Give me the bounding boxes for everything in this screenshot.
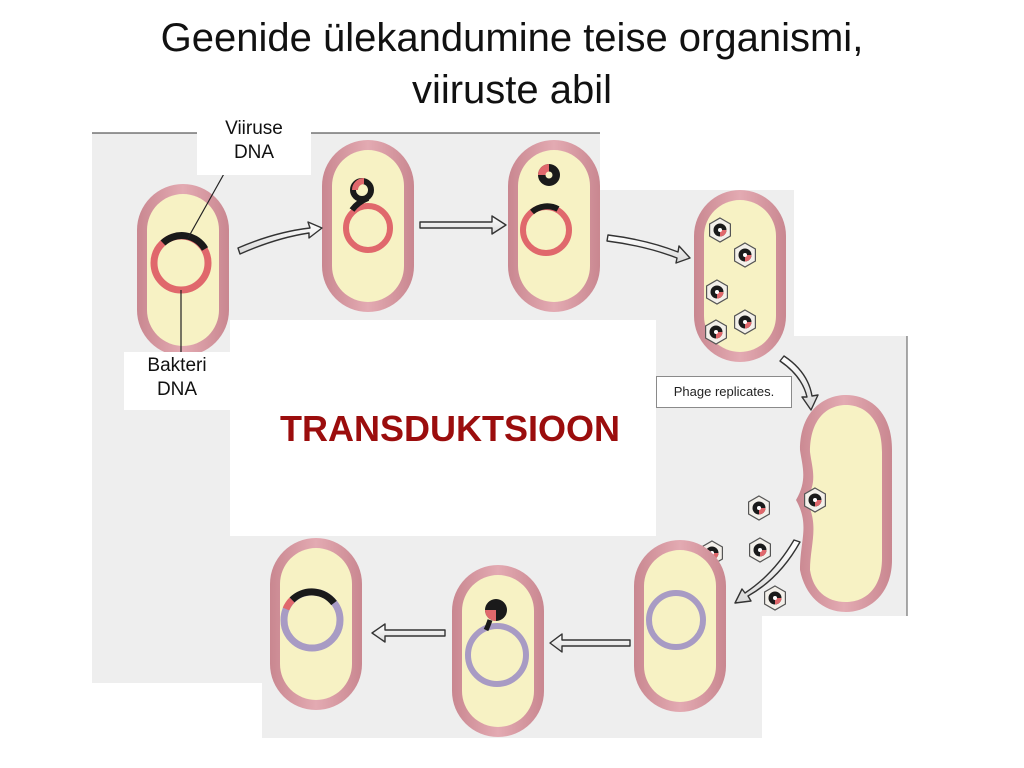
arrow-1	[237, 221, 323, 255]
arrow-2	[419, 215, 507, 235]
bacterial-dna-label: Bakteri DNA	[124, 352, 230, 410]
recipient-cell-3	[270, 538, 362, 710]
viral-dna-pointer	[187, 171, 226, 239]
process-name: TRANSDUKTSIOON	[280, 408, 620, 449]
bacterium-cell-2	[322, 140, 414, 312]
recipient-cell-1	[634, 540, 726, 712]
lysed-bacterium	[796, 395, 892, 612]
bacterium-cell-3	[508, 140, 600, 312]
process-name-box: TRANSDUKTSIOON	[230, 320, 656, 536]
viral-dna-segment	[160, 232, 209, 251]
integrated-viral-dna	[289, 588, 337, 606]
arrow-6	[549, 633, 631, 653]
bacterium-cell-4	[694, 190, 786, 362]
bacterium-cell-1	[137, 171, 229, 356]
bacterial-dna-label-line-2: DNA	[156, 379, 198, 400]
process-arrows	[237, 215, 819, 653]
recipient-cell-2	[452, 565, 544, 737]
bacterial-dna-label-line-1: Bakteri	[147, 355, 207, 376]
title-line-1: Geenide ülekandumine teise organismi,	[160, 16, 864, 60]
title-line-2: viiruste abil	[411, 68, 613, 112]
phage-replicates-caption: Phage replicates.	[656, 376, 792, 408]
arrow-4	[779, 355, 819, 411]
slide-title: Geenide ülekandumine teise organismi, vi…	[0, 12, 1024, 116]
viral-dna-label-line-2: DNA	[233, 142, 275, 163]
viral-dna-label: Viiruse DNA	[197, 116, 311, 175]
arrow-7	[371, 623, 446, 643]
arrow-5	[734, 539, 801, 604]
viral-dna-label-line-1: Viiruse	[225, 118, 283, 139]
arrow-3	[606, 234, 691, 264]
